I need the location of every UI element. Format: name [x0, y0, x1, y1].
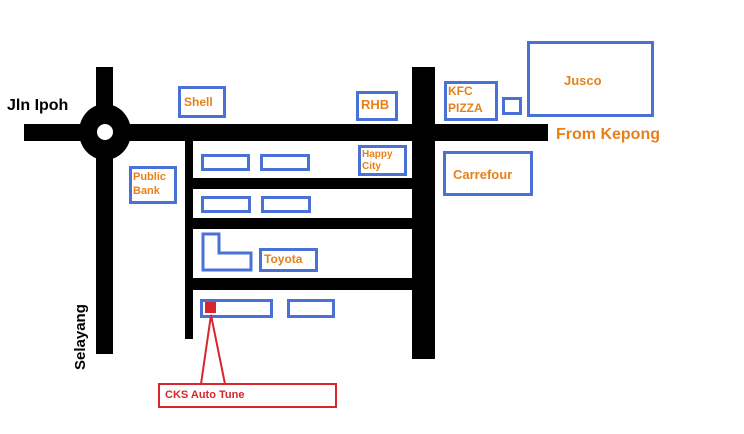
building-block — [201, 196, 251, 213]
road-lane-3 — [185, 278, 415, 290]
road-inner-right — [412, 67, 435, 359]
destination-callout — [158, 383, 337, 408]
landmark-shell — [178, 86, 226, 118]
building-block — [260, 154, 310, 171]
label-city: City — [362, 161, 381, 172]
label-from-kepong: From Kepong — [556, 126, 660, 143]
label-jusco: Jusco — [564, 73, 602, 88]
destination-marker-icon — [205, 302, 216, 313]
label-happy: Happy — [362, 149, 393, 160]
label-toyota: Toyota — [264, 252, 303, 266]
callout-pointer — [200, 314, 226, 385]
road-lane-1 — [185, 178, 415, 189]
landmark-jusco — [527, 41, 654, 117]
landmark-carrefour — [443, 151, 533, 196]
landmark-public-bank — [129, 166, 177, 204]
road-lane-2 — [185, 218, 415, 229]
roundabout-icon — [79, 104, 131, 160]
label-cks-auto-tune: CKS Auto Tune — [165, 389, 245, 401]
label-rhb: RHB — [361, 97, 390, 112]
building-block — [201, 154, 250, 171]
landmark-rhb — [356, 91, 398, 121]
label-jln-ipoh: Jln Ipoh — [7, 97, 69, 114]
landmark-happy-city — [358, 145, 407, 176]
label-carrefour: Carrefour — [453, 167, 513, 182]
label-pizza: PIZZA — [448, 101, 483, 115]
landmark-small-building — [502, 97, 522, 115]
building-block — [287, 299, 335, 318]
label-public: Public — [133, 171, 167, 183]
landmark-kfc-pizza — [444, 81, 498, 121]
landmark-toyota — [259, 248, 318, 272]
roundabout-center — [97, 124, 113, 140]
building-block — [261, 196, 311, 213]
label-selayang: Selayang — [72, 304, 89, 370]
label-bank: Bank — [133, 185, 160, 197]
building-cks — [200, 299, 273, 318]
building-l-shape — [201, 232, 253, 272]
road-inner-left — [185, 141, 193, 339]
label-shell: Shell — [184, 95, 213, 109]
label-kfc: KFC — [448, 84, 473, 98]
